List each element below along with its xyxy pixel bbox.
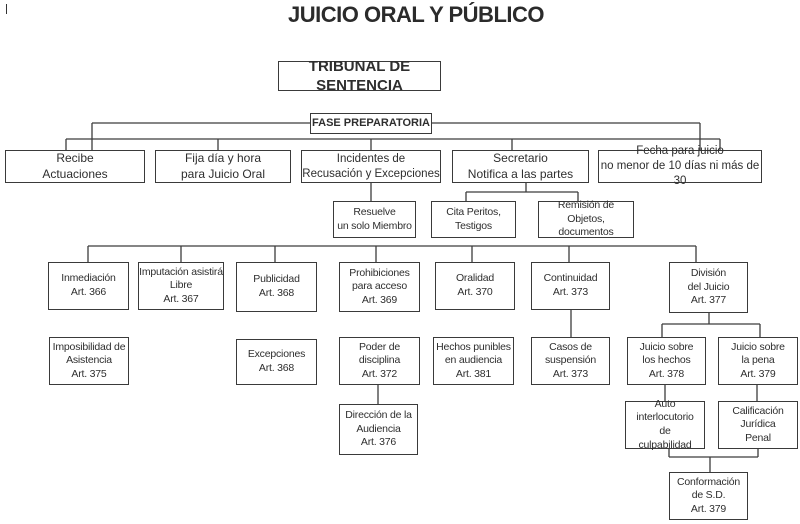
phase-node: FASE PREPARATORIA bbox=[310, 113, 432, 134]
node-imposibilidad: Imposibilidad de Asistencia Art. 375 bbox=[49, 337, 129, 385]
node-remision: Remisión de Objetos, documentos bbox=[538, 199, 634, 238]
node-secretario: Secretario Notifica a las partes bbox=[452, 150, 589, 183]
node-excepciones: Excepciones Art. 368 bbox=[236, 339, 317, 385]
node-recibe: Recibe Actuaciones bbox=[5, 150, 145, 183]
node-resuelve: Resuelve un solo Miembro bbox=[333, 201, 416, 238]
node-imputacion: Imputación asistirá Libre Art. 367 bbox=[138, 262, 224, 310]
node-inmediacion: Inmediación Art. 366 bbox=[48, 262, 129, 310]
node-juicio-hechos: Juicio sobre los hechos Art. 378 bbox=[627, 337, 706, 385]
node-calificacion: Calificación Jurídica Penal bbox=[718, 401, 798, 449]
node-publicidad: Publicidad Art. 368 bbox=[236, 262, 317, 312]
node-cita: Cita Peritos, Testigos bbox=[431, 201, 516, 238]
node-juicio-pena: Juicio sobre la pena Art. 379 bbox=[718, 337, 798, 385]
node-incidentes: Incidentes de Recusación y Excepciones bbox=[301, 150, 441, 183]
node-casos: Casos de suspensión Art. 373 bbox=[531, 337, 610, 385]
node-continuidad: Continuidad Art. 373 bbox=[531, 262, 610, 310]
page-title: JUICIO ORAL Y PÚBLICO bbox=[288, 2, 545, 27]
node-direccion: Dirección de la Audiencia Art. 376 bbox=[339, 404, 418, 455]
node-fecha: Fecha para juicio no menor de 10 días ni… bbox=[598, 145, 762, 187]
root-node: TRIBUNAL DE SENTENCIA bbox=[278, 58, 441, 94]
node-poder: Poder de disciplina Art. 372 bbox=[339, 337, 420, 385]
node-conformacion: Conformación de S.D. Art. 379 bbox=[669, 472, 748, 520]
node-fija: Fija día y hora para Juicio Oral bbox=[155, 150, 291, 183]
node-hechos-punibles: Hechos punibles en audiencia Art. 381 bbox=[433, 337, 514, 385]
node-oralidad: Oralidad Art. 370 bbox=[435, 262, 515, 310]
node-division: División del Juicio Art. 377 bbox=[669, 262, 748, 313]
node-prohibiciones: Prohibiciones para acceso Art. 369 bbox=[339, 262, 420, 312]
margin-mark bbox=[6, 4, 7, 14]
node-auto: Auto interlocutorio de culpabilidad bbox=[625, 398, 705, 451]
